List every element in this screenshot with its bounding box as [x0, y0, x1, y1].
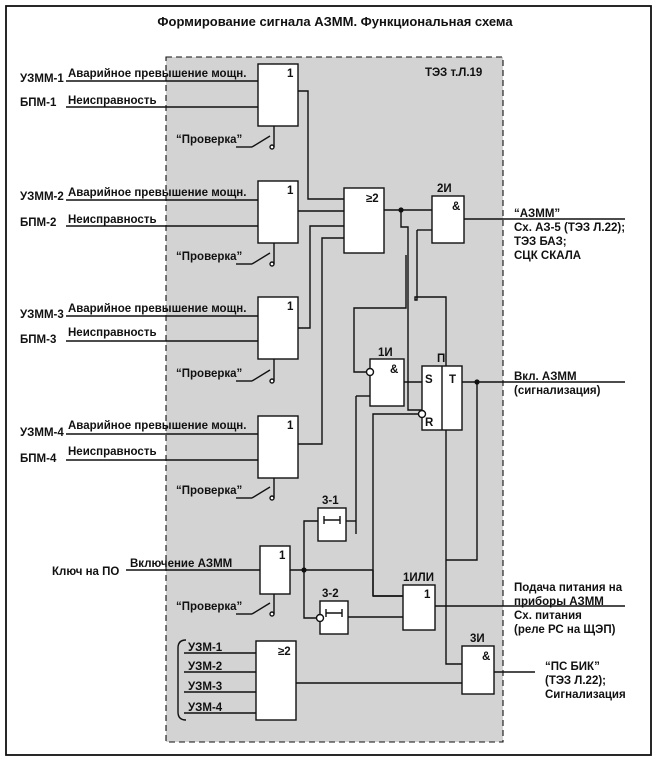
channel-2-source-2: БПМ-2: [20, 217, 56, 229]
channel-3-check-label: “Проверка”: [176, 368, 242, 380]
output-azmm-line-3: ТЭЗ БАЗ;: [514, 236, 567, 248]
output-power-line-1: Подача питания на: [514, 582, 623, 594]
and1-gate-name: 1И: [378, 347, 393, 359]
channel-4-check-label: “Проверка”: [176, 485, 242, 497]
output-power-line-4: (реле РС на ЩЭП): [514, 624, 616, 636]
channel-3: УЗММ-3 Аварийное превышение мощн. БПМ-3 …: [20, 296, 299, 384]
output-psbik-line-3: Сигнализация: [545, 689, 626, 701]
diagram-title: Формирование сигнала АЗММ. Функциональна…: [157, 14, 513, 29]
key-signal: Включение АЗММ: [130, 558, 232, 570]
output-psbik-line-1: “ПС БИК”: [545, 661, 600, 673]
channel-4-signal-1: Аварийное превышение мощн.: [68, 420, 246, 432]
uzm-input-3: УЗМ-3: [188, 681, 222, 693]
channel-1-gate-symbol: 1: [287, 68, 294, 80]
output-psbik-line-2: (ТЭЗ Л.22);: [545, 675, 606, 687]
outer-frame: [5, 5, 652, 756]
and1-gate-symbol: &: [390, 364, 398, 376]
output-power-line-3: Сх. питания: [514, 610, 582, 622]
channel-3-gate-symbol: 1: [287, 301, 294, 313]
channel-2: УЗММ-2 Аварийное превышение мощн. БПМ-2 …: [20, 180, 299, 267]
main-or-gate: [343, 187, 385, 254]
channel-3-signal-1: Аварийное превышение мощн.: [68, 303, 246, 315]
tez-region-label: ТЭЗ т.Л.19: [425, 67, 482, 79]
channel-1: УЗММ-1 Аварийное превышение мощн. БПМ-1 …: [20, 63, 299, 150]
output-power-line-2: приборы АЗММ: [514, 596, 604, 608]
and3-gate-name: 3И: [470, 633, 485, 645]
output-azmm-line-2: Сх. АЗ-5 (ТЭЗ Л.22);: [514, 222, 625, 234]
output-azmm-line-1: “АЗММ”: [514, 208, 560, 220]
channel-2-check-label: “Проверка”: [176, 251, 242, 263]
channel-1-check-label: “Проверка”: [176, 134, 242, 146]
uzm-input-1: УЗМ-1: [188, 642, 223, 654]
channel-4-source-2: БПМ-4: [20, 453, 57, 465]
trigger-t-label: T: [449, 374, 456, 386]
channel-2-or-gate: [257, 180, 299, 244]
channel-2-signal-1: Аварийное превышение мощн.: [68, 187, 246, 199]
delay-2: [319, 600, 349, 635]
key-source: Ключ на ПО: [52, 566, 119, 578]
channel-3-source-1: УЗММ-3: [20, 309, 64, 321]
and3-gate: [461, 645, 495, 695]
uzm-or-gate-symbol: ≥2: [278, 646, 291, 658]
key-check-label: “Проверка”: [176, 601, 242, 613]
channel-4-gate-symbol: 1: [287, 420, 294, 432]
channel-1-source-2: БПМ-1: [20, 97, 57, 109]
uzm-input-4: УЗМ-4: [188, 702, 223, 714]
channel-1-signal-2: Неисправность: [68, 95, 157, 107]
output-azmm-line-4: СЦК СКАЛА: [514, 250, 581, 262]
key-gate-symbol: 1: [279, 550, 286, 562]
channel-1-or-gate: [257, 63, 299, 127]
key-or-gate: [259, 545, 291, 595]
delay-1-name: 3-1: [322, 495, 339, 507]
channel-4-signal-2: Неисправность: [68, 446, 157, 458]
or1-gate-name: 1ИЛИ: [403, 572, 434, 584]
trigger-name: П: [437, 353, 445, 365]
and3-gate-symbol: &: [482, 651, 490, 663]
delay-1: [317, 507, 347, 542]
channel-2-source-1: УЗММ-2: [20, 191, 64, 203]
output-vkl-line-1: Вкл. АЗММ: [514, 371, 577, 383]
channel-2-gate-symbol: 1: [287, 185, 294, 197]
channel-2-signal-2: Неисправность: [68, 214, 157, 226]
delay-2-name: 3-2: [322, 588, 339, 600]
or1-gate: [402, 584, 436, 631]
trigger-r-label: R: [425, 417, 434, 429]
and2-gate: [431, 195, 465, 244]
uzm-input-2: УЗМ-2: [188, 661, 222, 673]
and2-gate-name: 2И: [437, 183, 452, 195]
uzm-or-gate: [255, 640, 297, 721]
trigger-s-label: S: [425, 374, 433, 386]
channel-1-signal-1: Аварийное превышение мощн.: [68, 68, 246, 80]
channel-3-source-2: БПМ-3: [20, 334, 56, 346]
channel-4-source-1: УЗММ-4: [20, 427, 64, 439]
channel-3-signal-2: Неисправность: [68, 327, 157, 339]
output-vkl-line-2: (сигнализация): [514, 385, 601, 397]
and2-gate-symbol: &: [452, 201, 460, 213]
main-or-gate-symbol: ≥2: [366, 193, 379, 205]
channel-4: УЗММ-4 Аварийное превышение мощн. БПМ-4 …: [20, 415, 299, 501]
channel-1-source-1: УЗММ-1: [20, 73, 64, 85]
channel-4-or-gate: [257, 415, 299, 479]
channel-3-or-gate: [257, 296, 299, 360]
and1-gate: [369, 358, 405, 407]
or1-gate-symbol: 1: [424, 589, 431, 601]
